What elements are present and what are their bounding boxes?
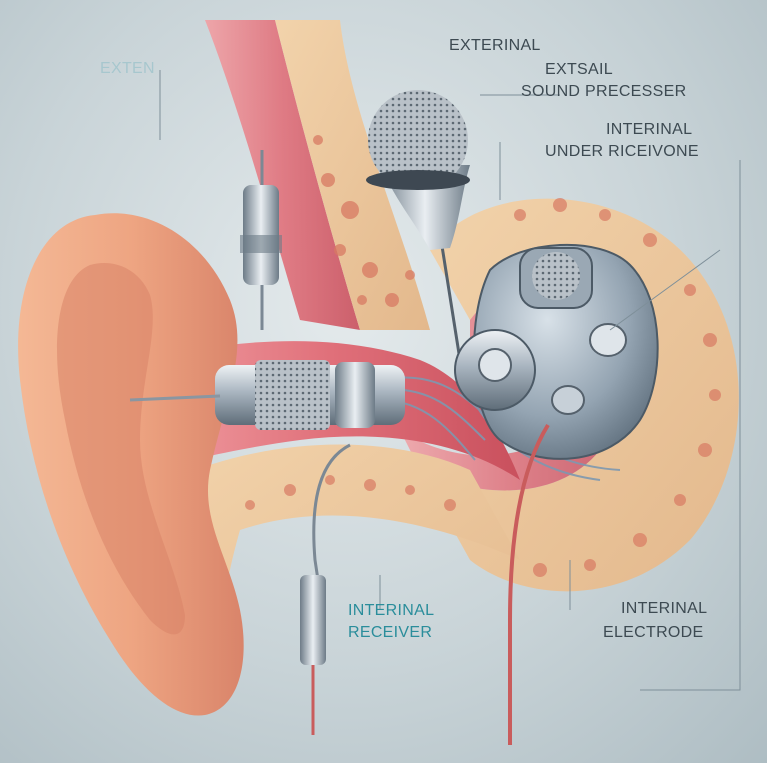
bone-cells-lower	[245, 475, 456, 511]
upper-canal-bone	[275, 20, 430, 330]
label-under-receiver: UNDER RICEIVONE	[545, 143, 699, 160]
label-internal-electrode-line2: ELECTRODE	[603, 624, 704, 641]
receiver-probe	[300, 575, 326, 665]
outer-ear-inner-fold	[57, 263, 186, 635]
label-extsail: EXTSAIL	[545, 61, 613, 78]
leader-lines	[159, 70, 741, 691]
electrode-wire	[508, 423, 550, 745]
lower-canal-bone	[170, 444, 520, 700]
microphone-head	[368, 90, 468, 190]
label-internal-receiver-line2: RECEIVER	[348, 624, 433, 641]
label-internal-electrode-line1: INTERINAL	[621, 600, 708, 617]
bone-cells-upper	[313, 135, 415, 307]
label-internal-receiver-line1: INTERINAL	[348, 602, 435, 619]
bone-cells-ring	[514, 198, 721, 577]
upper-canal-tissue	[205, 20, 360, 330]
cochlea-bone-ring	[420, 198, 739, 592]
label-faint-exten: EXTEN	[100, 60, 155, 77]
label-internal-top: INTERINAL	[606, 121, 693, 138]
receiver-wire	[312, 443, 351, 581]
label-sound-processor: SOUND PRECESSER	[521, 83, 687, 100]
label-external: EXTERINAL	[449, 37, 541, 54]
